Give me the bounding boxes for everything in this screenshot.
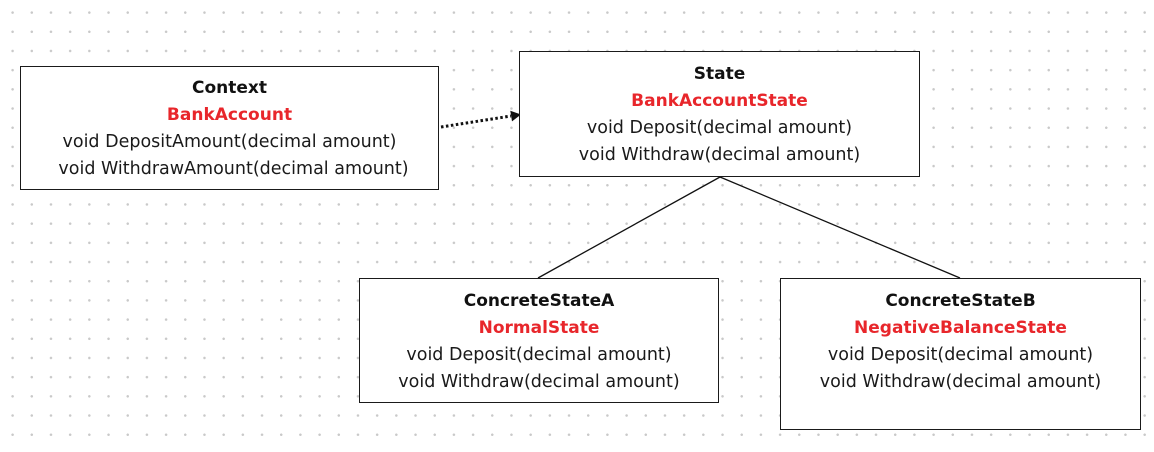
concrete-state-a-title: ConcreteStateA bbox=[463, 291, 615, 311]
concrete-state-a-method-deposit: void Deposit(decimal amount) bbox=[406, 345, 672, 365]
state-class-box: State BankAccountState void Deposit(deci… bbox=[519, 51, 920, 177]
context-method-withdraw: void WithdrawAmount(decimal amount) bbox=[58, 159, 409, 179]
state-class-name: BankAccountState bbox=[631, 91, 808, 111]
concrete-state-b-method-deposit: void Deposit(decimal amount) bbox=[827, 345, 1094, 365]
concrete-state-a-box: ConcreteStateA NormalState void Deposit(… bbox=[359, 278, 719, 403]
state-to-concrete-a-line bbox=[537, 176, 721, 279]
state-box-title: State bbox=[693, 64, 746, 84]
concrete-state-a-method-withdraw: void Withdraw(decimal amount) bbox=[398, 372, 680, 392]
concrete-state-b-title: ConcreteStateB bbox=[885, 291, 1036, 311]
context-method-deposit: void DepositAmount(decimal amount) bbox=[62, 132, 397, 152]
concrete-state-b-box: ConcreteStateB NegativeBalanceState void… bbox=[780, 278, 1141, 430]
context-class-box: Context BankAccount void DepositAmount(d… bbox=[20, 66, 439, 190]
concrete-state-a-class-name: NormalState bbox=[478, 318, 600, 338]
state-method-withdraw: void Withdraw(decimal amount) bbox=[578, 145, 861, 165]
concrete-state-b-method-withdraw: void Withdraw(decimal amount) bbox=[819, 372, 1102, 392]
state-to-concrete-b-line bbox=[719, 176, 961, 279]
context-class-name: BankAccount bbox=[166, 105, 293, 125]
context-box-title: Context bbox=[191, 78, 267, 98]
context-to-state-dotted-connector bbox=[440, 114, 512, 129]
state-method-deposit: void Deposit(decimal amount) bbox=[586, 118, 853, 138]
concrete-state-b-class-name: NegativeBalanceState bbox=[854, 318, 1067, 338]
